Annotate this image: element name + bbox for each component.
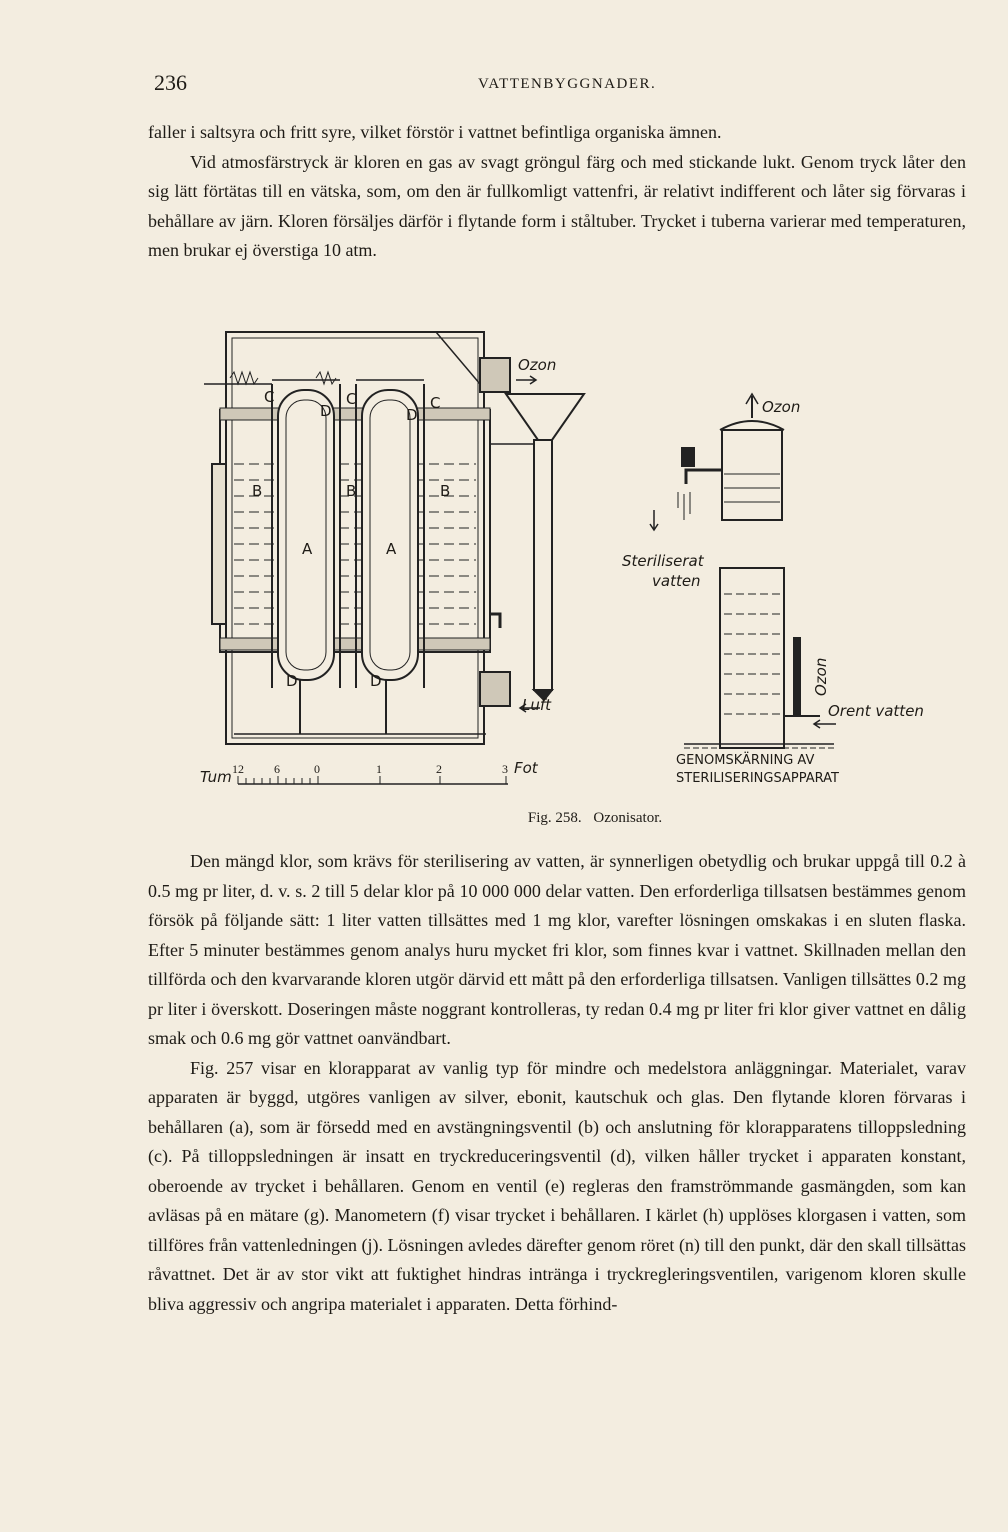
paragraph: Fig. 257 visar en klorapparat av vanlig … — [148, 1057, 966, 1314]
text-block-bottom: Den mängd klor, som krävs för steriliser… — [148, 847, 966, 1319]
tube-a-right — [361, 389, 419, 681]
lower-column — [719, 567, 785, 749]
section-title-line1: GENOMSKÄRNING AV — [676, 752, 814, 768]
caption-number: Fig. 258. — [527, 810, 582, 826]
label-part-a: A — [386, 540, 397, 558]
label-steriliserat: Steriliserat — [622, 552, 705, 570]
figure-caption: Fig. 258. Ozonisator. — [0, 810, 1008, 827]
paragraph: Vid atmosfärstryck är kloren en gas av s… — [148, 151, 966, 261]
label-part-d: D — [406, 406, 418, 424]
label-luft: Luft — [522, 696, 552, 714]
page-number: 236 — [154, 70, 187, 95]
caption-title: Ozonisator. — [593, 810, 663, 826]
label-part-d: D — [286, 672, 298, 690]
label-part-b: B — [440, 482, 450, 500]
scale-tick-label: 3 — [502, 762, 508, 776]
label-part-a: A — [302, 540, 313, 558]
scale-tick-label: 2 — [436, 762, 442, 776]
label-part-c: C — [264, 388, 274, 406]
label-orent-vatten: Orent vatten — [828, 702, 924, 720]
label-ozon-top: Ozon — [518, 356, 556, 374]
ozonisator-drawing: Ozon Ozon Steriliserat vatten Orent vatt… — [200, 331, 924, 786]
paragraph: Den mängd klor, som krävs för steriliser… — [148, 851, 966, 1048]
label-vatten: vatten — [652, 572, 701, 590]
label-part-b: B — [346, 482, 356, 500]
label-ozon-right: Ozon — [762, 398, 800, 416]
scale-tick-label: 0 — [314, 762, 320, 776]
page-header: 236 VATTENBYGGNADER. — [148, 70, 968, 106]
label-part-d: D — [370, 672, 382, 690]
label-part-d: D — [320, 402, 332, 420]
scale-label-fot: Fot — [514, 759, 539, 777]
figure-ozonisator: Ozon Ozon Steriliserat vatten Orent vatt… — [190, 324, 960, 834]
tube-a-left — [277, 389, 335, 681]
text-block-top: faller i saltsyra och fritt syre, vilket… — [148, 118, 966, 266]
scale-tick-label: 12 — [232, 762, 244, 776]
running-head: VATTENBYGGNADER. — [478, 76, 657, 92]
paragraph: faller i saltsyra och fritt syre, vilket… — [148, 122, 722, 142]
upper-tank — [721, 429, 783, 521]
scale-tick-label: 6 — [274, 762, 280, 776]
scale-tick-label: 1 — [376, 762, 382, 776]
section-title-line2: STERILISERINGSAPPARAT — [676, 771, 839, 786]
scale-label-tum: Tum — [200, 768, 232, 786]
label-part-c: C — [346, 390, 356, 408]
label-part-c: C — [430, 394, 440, 412]
label-part-b: B — [252, 482, 262, 500]
label-ozon-vertical: Ozon — [812, 658, 830, 696]
